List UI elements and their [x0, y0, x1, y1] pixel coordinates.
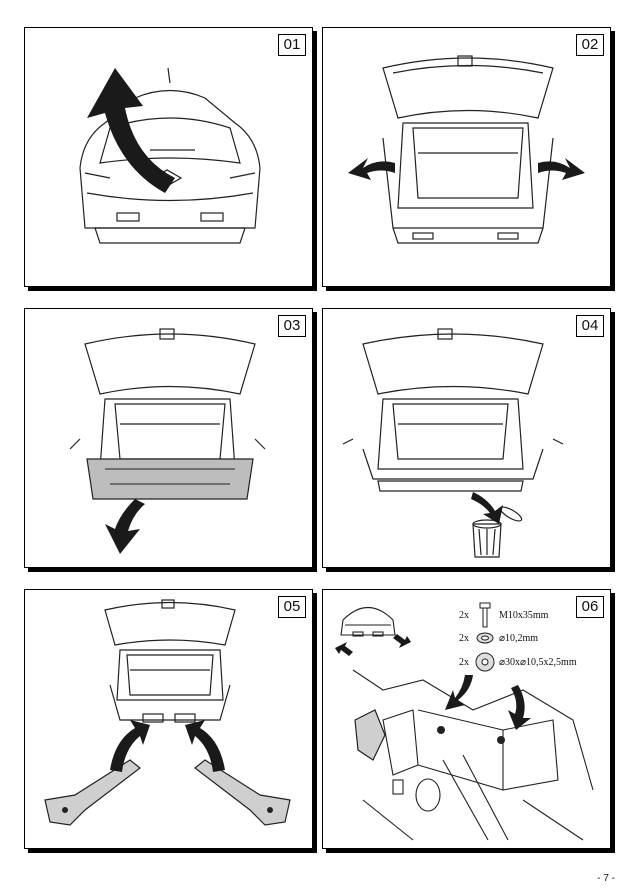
hardware-qty: 2x [459, 610, 469, 621]
step-panel-05: 05 [24, 589, 313, 849]
step-panel-01: 01 [24, 27, 313, 287]
step-number: 04 [576, 315, 604, 337]
step-number: 02 [576, 34, 604, 56]
hardware-spec: ⌀10,2mm [499, 633, 539, 644]
towbar-brackets-illustration [44, 599, 291, 826]
bolt-icon [479, 602, 491, 628]
bumper-beam-discard-illustration [342, 328, 564, 558]
bumper-removal-illustration [69, 328, 266, 554]
step-number: 01 [278, 34, 306, 56]
page-number: - 7 - [597, 873, 615, 884]
hardware-spec: M10x35mm [499, 610, 549, 621]
step-number: 06 [576, 596, 604, 618]
step-number: 03 [278, 315, 306, 337]
tailgate-open-illustration [348, 55, 585, 244]
flat-washer-icon [475, 652, 495, 672]
hardware-spec: ⌀30x⌀10,5x2,5mm [499, 657, 577, 668]
hardware-qty: 2x [459, 633, 469, 644]
step-panel-04: 04 [322, 308, 611, 568]
bracket-bolting-illustration [335, 606, 594, 841]
step-panel-06: 2x M10x35mm 2x ⌀10,2mm 2x ⌀30x⌀10,5x2,5m… [322, 589, 611, 849]
step-number: 05 [278, 596, 306, 618]
step-panel-02: 02 [322, 27, 611, 287]
lock-washer-icon [476, 632, 494, 644]
hardware-qty: 2x [459, 657, 469, 668]
car-rear-closed-illustration [79, 67, 261, 244]
step-panel-03: 03 [24, 308, 313, 568]
